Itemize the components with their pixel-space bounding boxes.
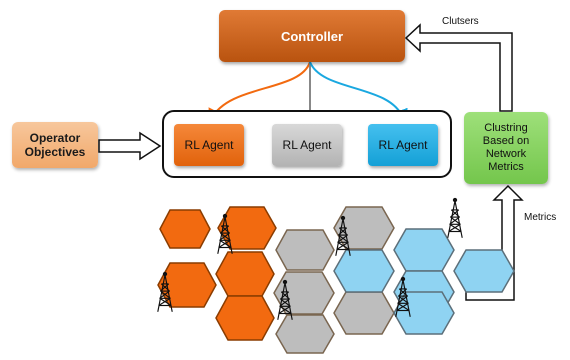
hex-cell-blue bbox=[393, 291, 455, 335]
hex-cell-blue bbox=[453, 249, 515, 293]
hex-cell-gray bbox=[275, 229, 335, 271]
operator-label-line1: Operator bbox=[29, 131, 81, 145]
rl-agent-blue: RL Agent bbox=[368, 124, 438, 166]
rl-agent-gray: RL Agent bbox=[272, 124, 342, 166]
clustering-box: Clustring Based on Network Metrics bbox=[464, 112, 548, 184]
controller-label: Controller bbox=[280, 28, 344, 44]
rl-agent-orange: RL Agent bbox=[174, 124, 244, 166]
hex-cell-orange bbox=[215, 295, 275, 341]
hex-cell-blue bbox=[393, 228, 455, 272]
hex-cell-blue bbox=[333, 249, 395, 293]
cell-tower-icon bbox=[447, 197, 463, 239]
rl-agent-label: RL Agent bbox=[184, 138, 234, 152]
cell-network bbox=[157, 206, 515, 354]
controller-to-agent-1-arrow bbox=[208, 61, 311, 126]
hex-cell-orange bbox=[215, 251, 275, 297]
clustering-label-line2: Based on bbox=[482, 135, 530, 147]
metrics-arrow-label: Metrics bbox=[524, 212, 557, 223]
rl-agent-label: RL Agent bbox=[378, 138, 428, 152]
operator-objectives-box: Operator Objectives bbox=[12, 122, 98, 168]
controller-to-agent-3-arrow bbox=[309, 61, 408, 126]
rl-agent-label: RL Agent bbox=[282, 138, 332, 152]
operator-to-agents-arrow bbox=[98, 131, 162, 161]
hex-cell-gray bbox=[333, 291, 395, 335]
operator-label-line2: Objectives bbox=[24, 145, 86, 159]
hex-cell-gray bbox=[275, 314, 335, 354]
clustering-label-line4: Metrics bbox=[488, 161, 524, 173]
hex-cell-orange bbox=[217, 206, 277, 250]
clustering-to-controller-arrow bbox=[404, 23, 513, 112]
clusters-arrow-label: Clutsers bbox=[442, 16, 479, 27]
hex-cell-orange bbox=[157, 262, 217, 308]
hex-cell-orange bbox=[159, 209, 211, 249]
clustering-label-line1: Clustring bbox=[484, 122, 528, 134]
clustering-label-line3: Network bbox=[485, 148, 527, 160]
controller-box: Controller bbox=[219, 10, 405, 62]
